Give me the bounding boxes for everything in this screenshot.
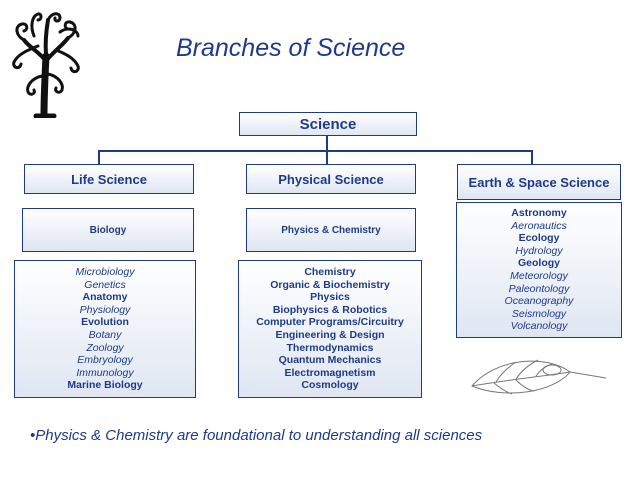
topic-item: Hydrology (515, 244, 563, 257)
topic-item: Engineering & Design (275, 329, 385, 341)
topic-item: Cosmology (301, 379, 359, 392)
topic-item: Volcanology (510, 320, 568, 333)
page-title: Branches of Science (176, 34, 406, 62)
topic-item: Computer Programs/Circuitry (256, 316, 404, 329)
branch-life-science: Life Science (24, 164, 194, 194)
topic-item: Ecology (518, 232, 560, 245)
topic-item: Anatomy (82, 291, 128, 304)
topic-item: Immunology (76, 366, 134, 379)
topic-item: Chemistry (304, 266, 356, 279)
topic-item: Genetics (84, 278, 126, 291)
topic-item: Evolution (81, 316, 129, 329)
topic-item: Geology (517, 257, 560, 270)
branch-earth-space-science: Earth & Space Science (457, 164, 621, 200)
root-node-science: Science (239, 112, 417, 136)
topic-item: Paleontology (508, 282, 570, 295)
topic-item: Seismology (511, 307, 567, 320)
field-biology: Biology (22, 208, 194, 252)
topic-item: Thermodynamics (286, 341, 374, 354)
topic-item: Astronomy (511, 207, 567, 220)
topic-item: Microbiology (75, 266, 135, 279)
leaf-icon (471, 359, 607, 395)
topic-item: Zoology (86, 341, 124, 354)
topic-item: Embryology (77, 354, 133, 367)
topic-item: Aeronautics (511, 219, 567, 232)
topic-item: Physics (310, 291, 350, 304)
topic-item: Physiology (79, 303, 131, 316)
topic-item: Marine Biology (67, 379, 143, 392)
tree-icon (12, 12, 80, 118)
topic-item: Electromagnetism (284, 366, 376, 379)
topic-item: Oceanography (504, 295, 574, 308)
topic-item: Meteorology (510, 270, 568, 282)
topic-item: Botany (88, 329, 122, 341)
topic-item: Quantum Mechanics (278, 354, 382, 367)
branch-physical-science: Physical Science (246, 164, 416, 194)
footnote: •Physics & Chemistry are foundational to… (30, 427, 483, 444)
topic-item: Organic & Biochemistry (270, 278, 390, 291)
field-physics-chemistry: Physics & Chemistry (246, 208, 416, 252)
topic-item: Biophysics & Robotics (272, 303, 388, 316)
